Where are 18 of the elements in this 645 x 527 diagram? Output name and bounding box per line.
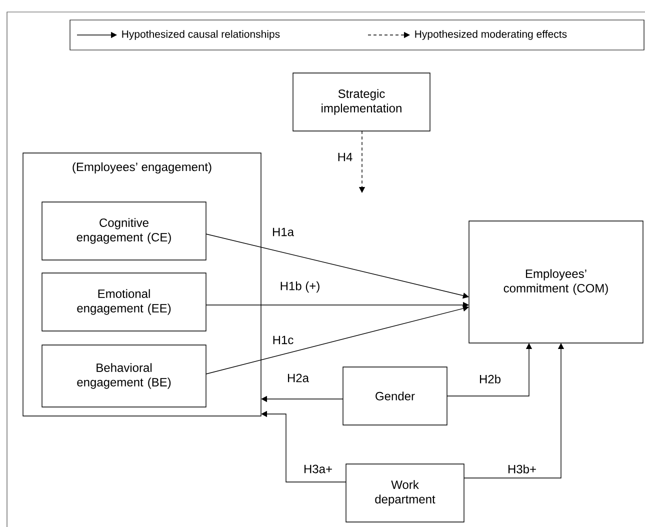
box: Gender: [342, 366, 448, 426]
box: Emotional engagement (EE): [42, 272, 206, 332]
edge-label: H2b: [478, 374, 502, 384]
box: Cognitive engagement (CE): [42, 202, 206, 260]
edge-label: H3a+: [302, 464, 334, 474]
edge-label: H1c: [271, 334, 295, 346]
edge-label: H4: [336, 152, 354, 162]
edge-label: H1a: [271, 226, 296, 238]
legend-text: Hypothesized causal relationships: [122, 30, 280, 40]
edge-label: H1b (+): [278, 280, 322, 294]
legend-text: Hypothesized moderating effects: [415, 30, 567, 40]
edge-label: H2a: [286, 372, 310, 384]
box: Employees’ commitment (COM): [468, 220, 644, 344]
box: Strategic implementation: [292, 72, 430, 132]
box: Work department: [346, 464, 464, 522]
edge-label: H3b+: [506, 464, 538, 474]
arrow: [206, 305, 469, 374]
box: Behavioral engagement (BE): [42, 344, 206, 408]
